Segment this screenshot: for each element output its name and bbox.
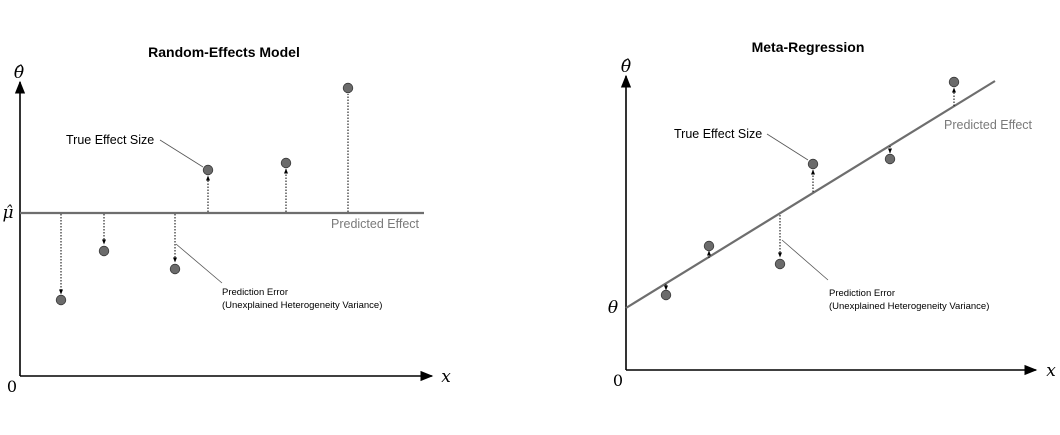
true-effect-annotation: True Effect Size (66, 133, 154, 147)
x-axis-label: x (441, 367, 451, 387)
x-axis-label: x (1046, 361, 1056, 381)
prediction-error-annotation-sub: (Unexplained Heterogeneity Variance) (222, 300, 382, 311)
prediction-error-annotation: Prediction Error (829, 288, 895, 299)
data-point (202, 164, 214, 176)
data-point (342, 82, 354, 94)
origin-label: 0 (613, 371, 623, 390)
y-axis-label: θ̂ (621, 57, 631, 77)
panel-title: Random-Effects Model (148, 44, 300, 60)
predicted-effect-label: Predicted Effect (944, 118, 1033, 132)
prediction-error-leader (175, 243, 223, 284)
prediction-error-annotation: Prediction Error (222, 287, 288, 298)
data-point (98, 245, 110, 257)
data-point (280, 157, 292, 169)
true-effect-leader (159, 139, 204, 168)
true-effect-leader (766, 133, 809, 161)
data-point (948, 76, 960, 88)
true-effect-annotation: True Effect Size (674, 127, 762, 141)
data-point (55, 294, 67, 306)
panel-random-effects: Random-Effects Model θ̂ μ̂ 0 x Predicted… (2, 44, 451, 396)
data-point (703, 240, 715, 252)
predicted-effect-label: Predicted Effect (331, 217, 420, 231)
predicted-effect-line (625, 80, 996, 309)
prediction-error-annotation-sub: (Unexplained Heterogeneity Variance) (829, 301, 989, 312)
intercept-label: θ (608, 298, 618, 318)
data-point (660, 289, 672, 301)
intercept-label: μ̂ (2, 203, 13, 223)
data-point (807, 158, 819, 170)
data-point (169, 263, 181, 275)
prediction-error-leader (781, 239, 829, 281)
y-axis-label: θ̂ (14, 63, 24, 83)
data-point (884, 153, 896, 165)
origin-label: 0 (7, 377, 17, 396)
panel-title: Meta-Regression (752, 39, 865, 55)
data-point (774, 258, 786, 270)
panel-meta-regression: Meta-Regression θ̂ θ 0 x Predicted Effec… (608, 39, 1056, 390)
